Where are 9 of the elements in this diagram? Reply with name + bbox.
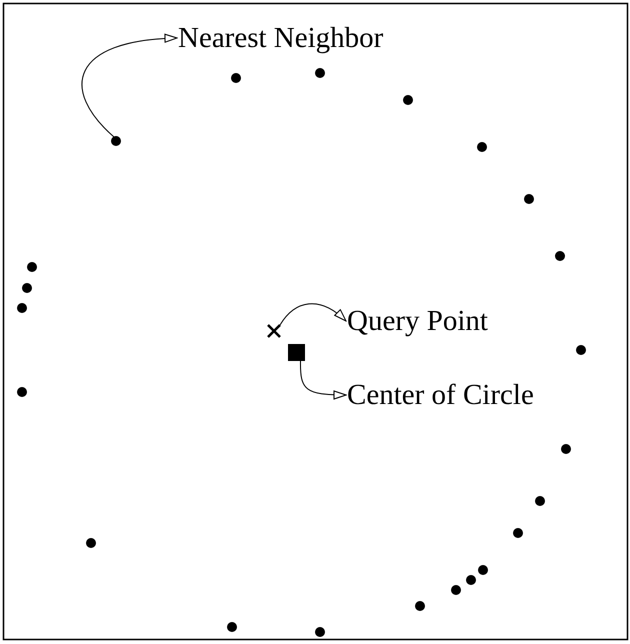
curved-arrow xyxy=(280,303,346,326)
square-marker xyxy=(288,344,305,361)
data-point xyxy=(111,136,121,146)
label-text: Nearest Neighbor xyxy=(178,22,384,54)
curved-arrow xyxy=(82,34,178,138)
cross-mark xyxy=(266,323,282,339)
label-text: Query Point xyxy=(347,305,488,337)
label-text: Center of Circle xyxy=(347,379,534,411)
curved-arrow xyxy=(300,360,346,400)
